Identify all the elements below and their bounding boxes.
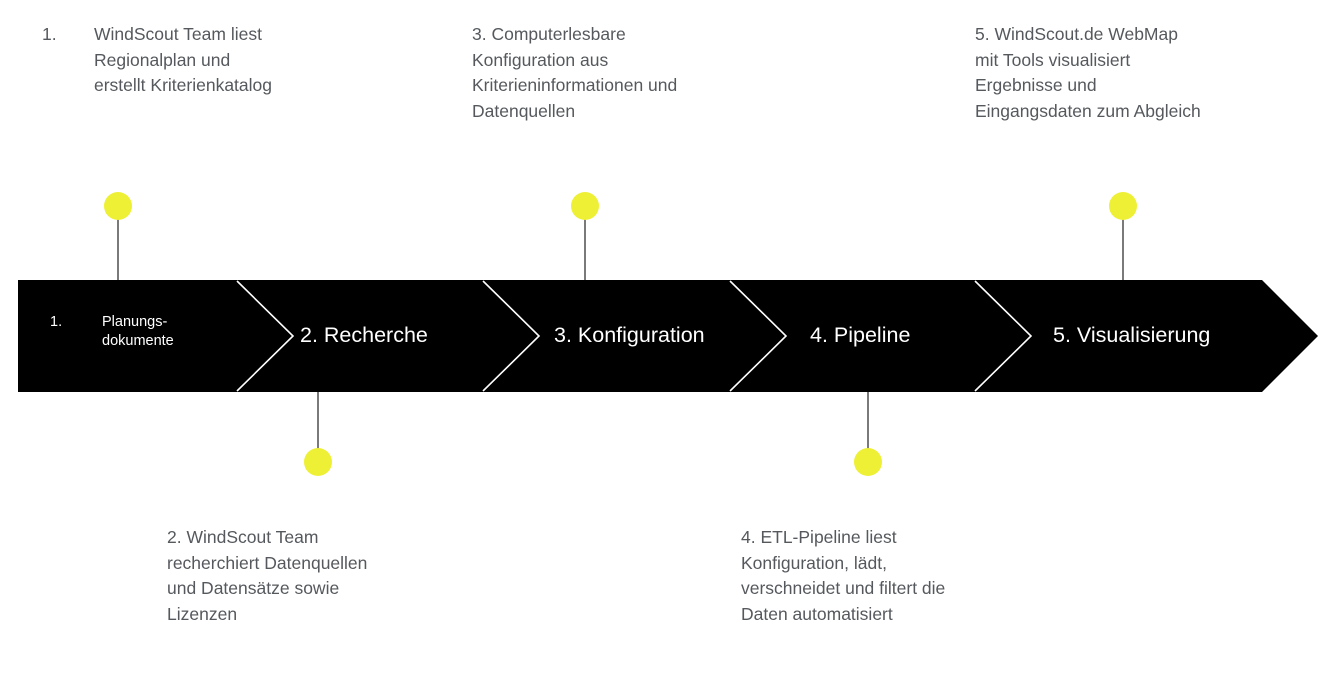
- separator-1: [236, 280, 295, 392]
- milestone-dot-4: [854, 448, 882, 476]
- connector-1: [117, 206, 119, 282]
- connector-3: [584, 206, 586, 282]
- milestone-dot-2: [304, 448, 332, 476]
- segment-1-text: Planungs- dokumente: [102, 314, 174, 349]
- note-1: 1. WindScout Team liest Regionalplan und…: [42, 22, 372, 99]
- separator-4: [974, 280, 1033, 392]
- segment-1-marker: 1.: [50, 314, 63, 330]
- connector-5: [1122, 206, 1124, 282]
- note-2: 2. WindScout Team recherchiert Datenquel…: [167, 527, 368, 624]
- milestone-dot-3: [571, 192, 599, 220]
- note-5: 5. WindScout.de WebMap mit Tools visuali…: [975, 24, 1201, 121]
- milestone-dot-1: [104, 192, 132, 220]
- note-4: 4. ETL-Pipeline liest Konfiguration, läd…: [741, 527, 946, 624]
- segment-4-label: 4. Pipeline: [810, 323, 911, 347]
- separator-2: [482, 280, 541, 392]
- connector-2: [317, 390, 319, 464]
- connector-4: [867, 390, 869, 464]
- segment-1-label: 1. Planungs- dokumente: [50, 313, 235, 351]
- separator-3: [729, 280, 788, 392]
- milestone-dot-5: [1109, 192, 1137, 220]
- segment-5-label: 5. Visualisierung: [1053, 323, 1211, 347]
- note-1-marker: 1.: [42, 24, 57, 44]
- segment-2-label: 2. Recherche: [300, 323, 428, 347]
- note-1-text: WindScout Team liest Regionalplan und er…: [94, 24, 272, 95]
- segment-3-label: 3. Konfiguration: [554, 323, 705, 347]
- note-3: 3. Computerlesbare Konfiguration aus Kri…: [472, 24, 678, 121]
